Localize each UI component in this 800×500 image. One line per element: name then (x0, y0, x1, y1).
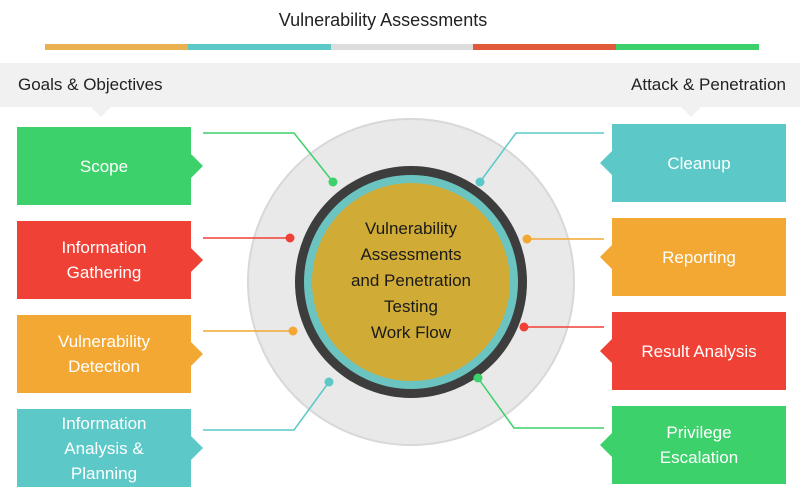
connector-dot-result-analysis (520, 323, 529, 332)
step-scope: Scope (17, 127, 191, 205)
connector-dot-reporting (523, 235, 532, 244)
connector-dot-information-gathering (286, 234, 295, 243)
step-cleanup: Cleanup (612, 124, 786, 202)
step-result-analysis: Result Analysis (612, 312, 786, 390)
connector-dot-information-analysis (325, 378, 334, 387)
step-label: Information Analysis & Planning (61, 411, 146, 486)
step-reporting: Reporting (612, 218, 786, 296)
step-label: Vulnerability Detection (58, 329, 150, 379)
step-information-gathering: Information Gathering (17, 221, 191, 299)
connector-dot-vulnerability-detection (289, 327, 298, 336)
step-label: Result Analysis (641, 339, 756, 364)
center-label: Vulnerability Assessments and Penetratio… (310, 215, 512, 347)
step-label: Privilege Escalation (660, 420, 738, 470)
step-label: Cleanup (667, 151, 730, 176)
step-privilege-escalation: Privilege Escalation (612, 406, 786, 484)
connector-dot-cleanup (476, 178, 485, 187)
step-vulnerability-detection: Vulnerability Detection (17, 315, 191, 393)
connector-dot-scope (329, 178, 338, 187)
step-label: Scope (80, 154, 128, 179)
step-label: Information Gathering (61, 235, 146, 285)
step-label: Reporting (662, 245, 736, 270)
connector-dot-privilege-escalation (474, 374, 483, 383)
step-information-analysis-planning: Information Analysis & Planning (17, 409, 191, 487)
